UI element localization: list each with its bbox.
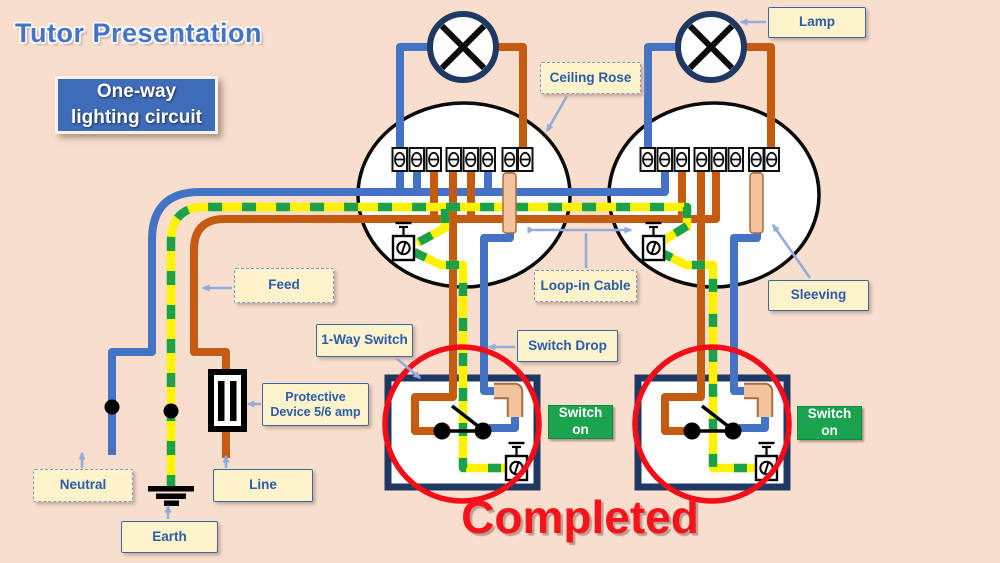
line-wire-run — [190, 168, 720, 458]
status-completed: Completed — [461, 491, 699, 543]
earth-wires — [166, 202, 755, 489]
protective-device-symbol — [208, 369, 247, 432]
switch-mechanism-2 — [683, 404, 742, 440]
neutral-junction-dot — [104, 399, 120, 415]
label-sleeving: Sleeving — [768, 280, 869, 311]
topic-box: One-way lighting circuit — [55, 76, 218, 134]
lamp-symbol-2 — [678, 14, 744, 80]
switch1-switched-live — [480, 170, 519, 432]
switch-on-badge-2: Switch on — [797, 406, 862, 440]
label-switch-drop: Switch Drop — [517, 330, 618, 362]
topic-line-1: One-way — [96, 81, 177, 103]
sleeve-rose-1 — [502, 172, 517, 234]
topic-line-2: lighting circuit — [71, 107, 202, 128]
sleeve-rose-2 — [749, 172, 764, 234]
lamp2-line-wire — [742, 43, 775, 150]
callout-arrows — [78, 18, 812, 519]
switch1-line-drop — [411, 170, 457, 435]
label-protective-device: Protective Device 5/6 amp — [262, 383, 369, 426]
switch-mechanism-1 — [433, 404, 492, 440]
earth-junction-dot — [163, 403, 179, 419]
label-ceiling-rose: Ceiling Rose — [540, 62, 641, 94]
label-line: Line — [213, 469, 313, 502]
label-feed: Feed — [234, 268, 334, 303]
red-circle-annotation-1 — [382, 344, 542, 504]
lamp1-neutral-wire — [396, 43, 432, 150]
wiring — [108, 43, 775, 489]
switch-on-badge-1: Switch on — [548, 405, 613, 439]
ceiling-rose-arrow — [545, 95, 569, 133]
switch2-switched-live — [730, 170, 769, 432]
label-earth: Earth — [121, 521, 218, 553]
lamp1-line-wire — [494, 43, 527, 150]
terminal-block-rose-2 — [639, 147, 780, 172]
page-title: Tutor Presentation — [15, 18, 263, 48]
sleeving-arrow — [771, 223, 812, 279]
lamp2-neutral-wire — [644, 43, 680, 150]
label-neutral: Neutral — [33, 469, 133, 502]
red-circle-annotation-2 — [632, 344, 792, 504]
label-loop-in-cable: Loop-in Cable — [534, 270, 637, 302]
label-lamp: Lamp — [768, 7, 866, 38]
label-one-way-switch: 1-Way Switch — [316, 324, 413, 357]
sleeving-pieces — [494, 172, 774, 417]
lamp-symbol-1 — [430, 14, 496, 80]
switch2-line-drop — [661, 170, 705, 435]
terminal-block-rose-1 — [391, 147, 534, 172]
neutral-wire-run — [108, 168, 669, 455]
one-way-switch-arrow — [395, 357, 422, 379]
earth-ground-symbol — [148, 486, 194, 506]
